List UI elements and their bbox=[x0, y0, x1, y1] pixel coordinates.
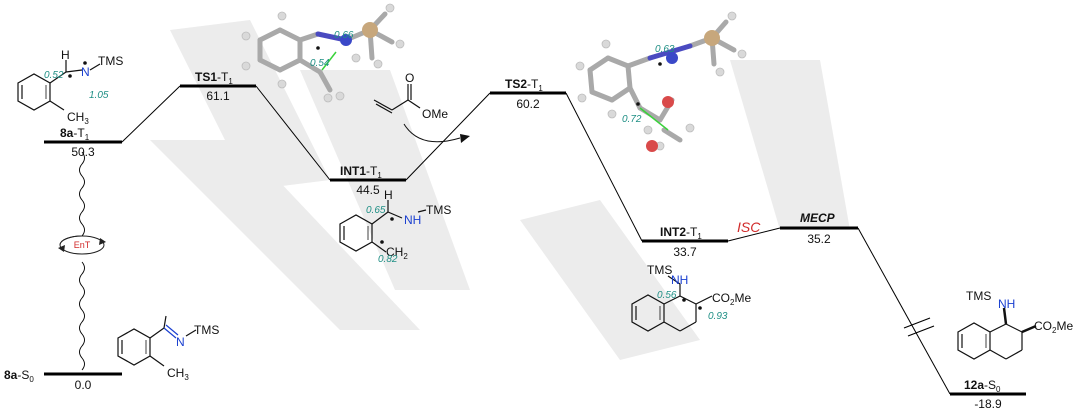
state-label-8a-S0: 8a-S0 bbox=[4, 368, 34, 384]
structure-INT2 bbox=[631, 275, 713, 332]
spin-density: 1.05 bbox=[89, 90, 109, 101]
spin-density: 0.82 bbox=[378, 254, 398, 265]
watermark bbox=[150, 20, 850, 360]
spin-density: 0.65 bbox=[366, 205, 386, 216]
svg-text:TMS: TMS bbox=[647, 263, 672, 277]
atom-h: H bbox=[61, 48, 70, 62]
isc-label: ISC bbox=[737, 219, 761, 235]
state-label-INT1: INT1-T1 bbox=[340, 164, 382, 180]
svg-text:NH: NH bbox=[404, 213, 421, 227]
structure-12a-S0 bbox=[957, 307, 1037, 360]
energy-12a-S0: -18.9 bbox=[974, 397, 1002, 410]
structure-TS2-3d: 0.63 0.72 bbox=[575, 11, 747, 152]
svg-text:H: H bbox=[384, 188, 393, 202]
structure-TS1-3d: 0.66 0.54 bbox=[241, 3, 405, 103]
spin-density: 0.66 bbox=[334, 30, 354, 41]
methyl-acrylate bbox=[373, 84, 461, 143]
atom-o: O bbox=[405, 71, 414, 85]
structure-INT1 bbox=[339, 200, 427, 253]
svg-text:TMS: TMS bbox=[194, 323, 219, 337]
energy-TS2: 60.2 bbox=[516, 97, 540, 111]
energy-8a-T1: 50.3 bbox=[71, 145, 95, 159]
svg-text:NH: NH bbox=[671, 273, 688, 287]
state-label-8a-T1: 8a-T1 bbox=[60, 126, 90, 142]
radical-dot bbox=[83, 61, 87, 65]
energy-8a-S0: 0.0 bbox=[75, 378, 92, 392]
ent-label: EnT bbox=[74, 240, 91, 250]
spin-density: 0.72 bbox=[622, 114, 642, 125]
state-label-TS2: TS2-T1 bbox=[505, 77, 543, 93]
radical-dot bbox=[68, 74, 72, 78]
structure-8a-T1 bbox=[17, 60, 101, 111]
ome-label: OMe bbox=[422, 107, 448, 121]
spin-density: 0.93 bbox=[708, 311, 728, 322]
structure-8a-S0 bbox=[117, 315, 197, 367]
ent-badge: EnT bbox=[58, 235, 106, 255]
energy-MECP: 35.2 bbox=[807, 232, 831, 246]
ch2-label: CH2 bbox=[386, 245, 408, 261]
svg-text:CO2Me: CO2Me bbox=[1034, 319, 1073, 335]
svg-text:TMS: TMS bbox=[966, 289, 991, 303]
svg-text:NH: NH bbox=[998, 297, 1015, 311]
spin-density: 0.54 bbox=[310, 58, 330, 69]
atom-n: N bbox=[81, 65, 90, 79]
energy-levels bbox=[44, 84, 1026, 396]
arrow-head bbox=[460, 134, 470, 143]
svg-text:CO2Me: CO2Me bbox=[712, 291, 751, 307]
state-label-MECP: MECP bbox=[800, 211, 836, 225]
connectors bbox=[79, 85, 951, 395]
tms-label: TMS bbox=[98, 54, 123, 68]
spin-density: 0.63 bbox=[655, 44, 675, 55]
state-label-12a-S0: 12a-S0 bbox=[964, 378, 1001, 394]
state-label-TS1: TS1-T1 bbox=[195, 70, 233, 86]
svg-text:TMS: TMS bbox=[426, 203, 451, 217]
state-label-INT2: INT2-T1 bbox=[660, 225, 702, 241]
spin-density: 0.56 bbox=[657, 290, 677, 301]
energy-TS1: 61.1 bbox=[206, 89, 230, 103]
svg-text:CH3: CH3 bbox=[167, 366, 189, 382]
energy-labels: 50.3 61.1 44.5 60.2 33.7 35.2 0.0 -18.9 bbox=[71, 89, 1002, 410]
state-labels: 8a-T1 TS1-T1 INT1-T1 TS2-T1 INT2-T1 MECP… bbox=[4, 70, 1001, 394]
energy-INT1: 44.5 bbox=[356, 183, 380, 197]
energy-INT2: 33.7 bbox=[673, 245, 697, 259]
svg-text:N: N bbox=[176, 335, 185, 349]
ch3-label: CH3 bbox=[67, 110, 89, 126]
spin-density: 0.52 bbox=[44, 70, 64, 81]
